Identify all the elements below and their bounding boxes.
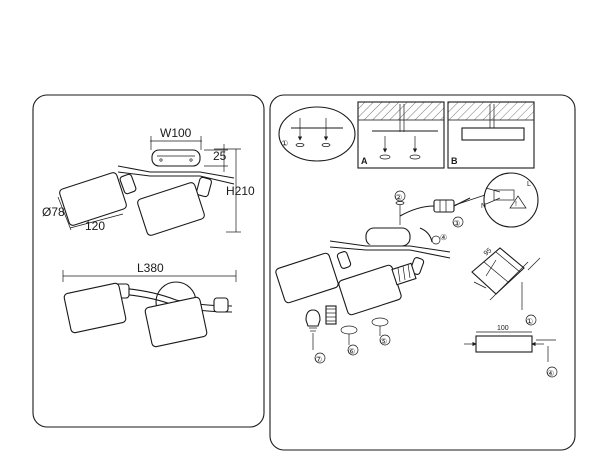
dim-length: L380 (62, 261, 237, 282)
fixture-side-view (59, 149, 235, 236)
wire-l-label: L (527, 181, 531, 188)
dim-shade-length: 120 (69, 213, 124, 233)
inset-b: B (447, 101, 535, 169)
dim-shade-length-label: 120 (85, 219, 105, 233)
callout-5: ⑤ (380, 337, 387, 346)
right-panel: ① A B (269, 94, 576, 451)
callout-4-top: ④ (440, 233, 447, 242)
screw-2: ② (394, 190, 406, 225)
dim-depth-label: 25 (213, 149, 227, 163)
inset-b-label: B (451, 156, 458, 166)
inset-a: A (357, 101, 445, 169)
callout-6: ⑥ (348, 347, 355, 356)
wire-n-label: N (481, 203, 486, 210)
left-panel: W100 25 H210 Ø78 120 (32, 94, 265, 428)
svg-text:!: ! (515, 201, 517, 208)
dim-diameter-label: Ø78 (42, 205, 65, 219)
callout-7: ⑦ (315, 355, 322, 364)
dim-height: H210 (214, 148, 255, 233)
fixture-assembly: ④ (275, 227, 451, 316)
fixture-top-view (63, 281, 233, 348)
mounting-bracket: 95 ① (471, 247, 541, 326)
dim-height-label: H210 (226, 184, 255, 198)
dim-width: W100 (150, 126, 202, 150)
inset-ceiling-drill: ① (278, 106, 356, 162)
dim-depth: 25 (204, 144, 228, 172)
inset-a-label: A (361, 156, 368, 166)
bracket-flat: 100 ④ (464, 325, 558, 378)
dim-width-label: W100 (160, 126, 192, 140)
callout-2: ② (395, 193, 402, 202)
callout-1: ① (526, 317, 533, 326)
dim-length-label: L380 (137, 261, 164, 275)
inset-wiring: ! L N (454, 172, 539, 228)
callout-4: ④ (547, 369, 554, 378)
terminal-block: ③ (399, 197, 471, 228)
bracket-dim-length: 100 (497, 325, 509, 332)
callout-1-inset: ① (281, 139, 288, 148)
dim-diameter: Ø78 (42, 196, 72, 231)
lamp-parts: ⑦ ⑥ ⑤ (305, 305, 391, 364)
callout-3: ③ (453, 219, 460, 228)
bracket-dim-small: 95 (483, 247, 494, 257)
